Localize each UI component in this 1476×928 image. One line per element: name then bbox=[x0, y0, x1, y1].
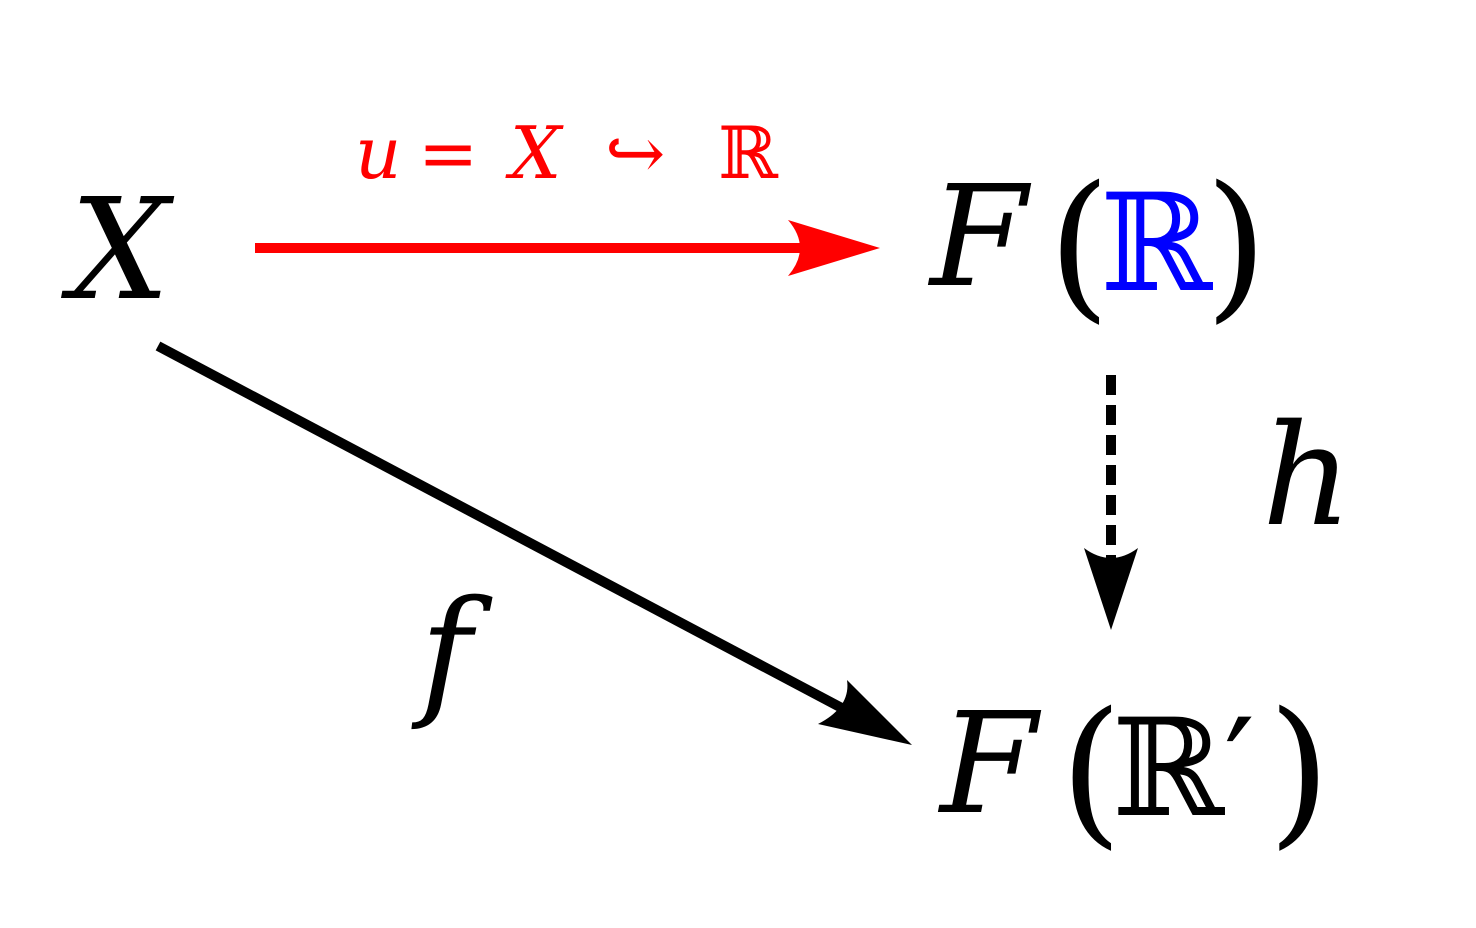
node-f-r-prime-open-paren: ( bbox=[1060, 677, 1122, 864]
arrow-u-label-eq: = bbox=[418, 111, 478, 195]
arrow-u-label-hook: ↪ bbox=[605, 111, 665, 195]
arrow-f bbox=[155, 341, 912, 745]
node-f-r: F ( ℝ ) bbox=[927, 151, 1267, 338]
arrow-u-label-src: X bbox=[505, 111, 564, 195]
node-f-r-open-paren: ( bbox=[1048, 151, 1110, 338]
arrow-f-head bbox=[818, 680, 912, 745]
arrow-f-shaft bbox=[155, 341, 858, 720]
node-f-r-close-paren: ) bbox=[1205, 151, 1267, 338]
node-f-r-prime: F ( ℝ′ ) bbox=[937, 677, 1330, 864]
node-x: X bbox=[60, 169, 175, 332]
arrow-u bbox=[255, 220, 880, 276]
node-f-r-prime-arg: ℝ′ bbox=[1112, 690, 1255, 847]
arrow-u-head bbox=[788, 220, 880, 276]
arrow-h-head bbox=[1084, 548, 1138, 630]
node-f-r-prime-close-paren: ) bbox=[1268, 677, 1330, 864]
arrow-u-label-tgt: ℝ bbox=[718, 111, 779, 195]
node-f-r-prime-func: F bbox=[937, 683, 1042, 846]
node-f-r-func: F bbox=[927, 156, 1032, 319]
arrow-f-label: f bbox=[411, 571, 493, 734]
arrow-h-label: h bbox=[1262, 395, 1352, 558]
node-f-r-arg: ℝ bbox=[1100, 165, 1213, 322]
arrow-u-label: u = X ↪ ℝ bbox=[355, 111, 779, 195]
arrow-u-label-var: u bbox=[355, 111, 401, 195]
arrow-h bbox=[1084, 375, 1138, 630]
